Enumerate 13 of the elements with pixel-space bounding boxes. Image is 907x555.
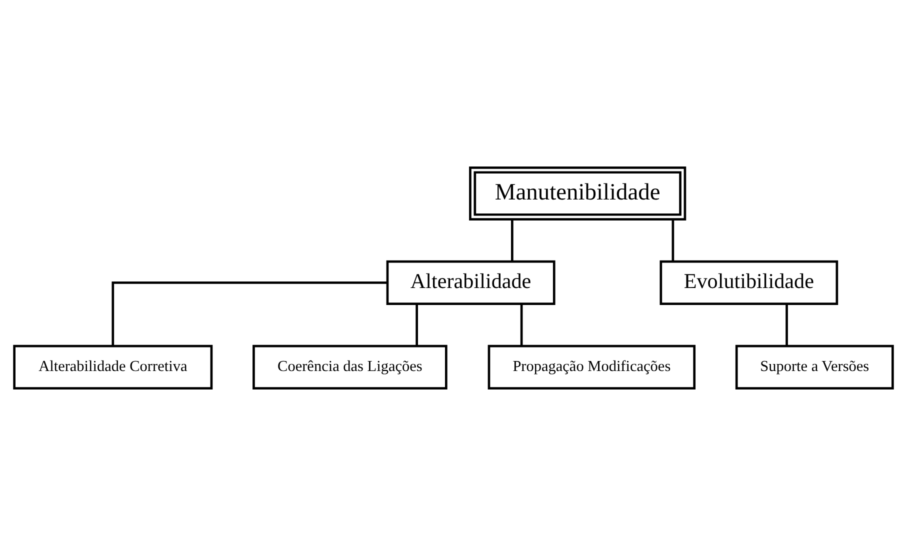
node-box: Manutenibilidade [469,166,686,220]
connector [672,219,674,261]
connector [416,304,418,346]
connector [112,281,388,346]
node-box: Coerência das Ligações [252,344,448,389]
connector [520,304,523,346]
node-box: Suporte a Versões [735,344,894,389]
node-box: Propagação Modificações [488,344,696,389]
node-box: Evolutibilidade [660,260,838,304]
connector [786,304,788,346]
node-box: Alterabilidade [386,260,556,304]
node-box: Alterabilidade Corretiva [13,344,213,389]
connector [511,219,514,261]
